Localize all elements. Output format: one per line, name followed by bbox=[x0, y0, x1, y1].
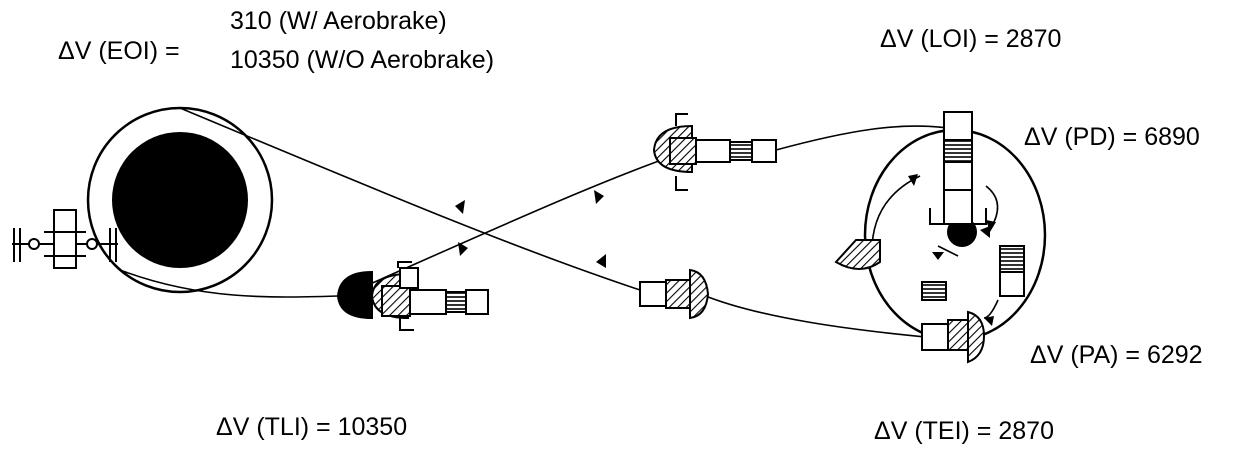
arrow-return-2 bbox=[596, 254, 606, 268]
loi-vehicle-icon bbox=[652, 113, 777, 191]
return-to-tei bbox=[702, 294, 937, 339]
aerobrake-icon bbox=[834, 239, 881, 270]
space-station-icon bbox=[12, 209, 118, 269]
pd-vehicle-icon bbox=[929, 111, 987, 225]
pa-label: ΔV (PA) = 6292 bbox=[1030, 341, 1203, 369]
tei-vehicle-icon bbox=[639, 268, 710, 320]
loi-label: ΔV (LOI) = 2870 bbox=[880, 25, 1062, 53]
tei-label: ΔV (TEI) = 2870 bbox=[874, 417, 1054, 445]
lunar-arrows bbox=[908, 174, 996, 326]
tli-vehicle-icon bbox=[336, 261, 489, 331]
outbound-to-moon bbox=[775, 125, 949, 151]
arrow-return-1 bbox=[455, 200, 465, 214]
earth-icon bbox=[112, 132, 248, 268]
tli-label: ΔV (TLI) = 10350 bbox=[216, 413, 408, 441]
return-trajectory bbox=[179, 107, 641, 291]
eoi-label: ΔV (EOI) = bbox=[58, 37, 180, 65]
eoi-without-aerobrake: 10350 (W/O Aerobrake) bbox=[230, 46, 495, 74]
eoi-with-aerobrake: 310 (W/ Aerobrake) bbox=[230, 7, 447, 35]
direction-arrows bbox=[455, 190, 606, 268]
arrow-outbound-1 bbox=[458, 242, 468, 256]
ascent-vehicle-icon bbox=[921, 245, 1025, 301]
trajectories bbox=[119, 107, 949, 339]
pd-label: ΔV (PD) = 6890 bbox=[1024, 123, 1200, 151]
pa-vehicle-icon bbox=[921, 310, 986, 364]
arrow-outbound-2 bbox=[594, 190, 604, 204]
earth-departure bbox=[119, 269, 339, 298]
